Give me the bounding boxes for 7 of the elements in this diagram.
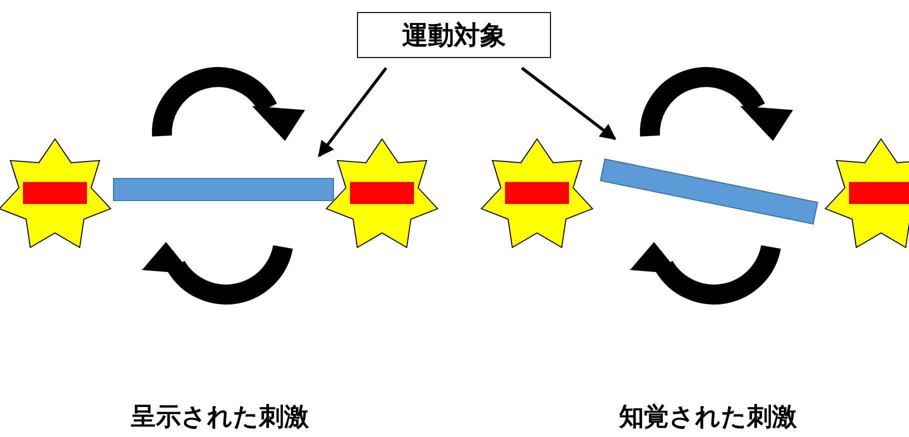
rod-bar <box>113 178 334 201</box>
caption-text: 知覚された刺激 <box>619 401 797 433</box>
caption-text: 呈示された刺激 <box>131 401 309 433</box>
leader-arrow <box>521 66 616 140</box>
box-label: 運動対象 <box>402 20 506 52</box>
label-box <box>357 12 551 58</box>
leader-arrow <box>318 67 388 158</box>
